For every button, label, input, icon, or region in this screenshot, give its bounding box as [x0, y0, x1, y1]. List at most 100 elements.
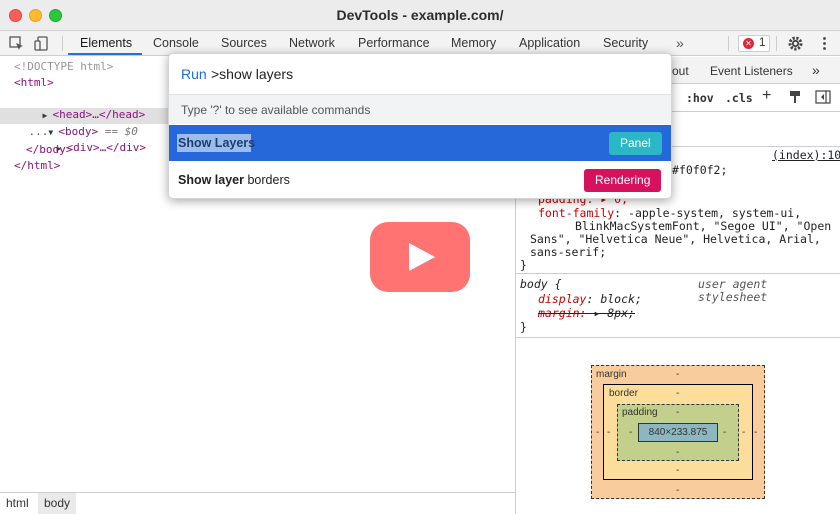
font-family-value-3: Sans", "Helvetica Neue", Helvetica, Aria…	[530, 232, 821, 246]
tab-layout[interactable]: out	[672, 64, 689, 78]
hover-state-toggle[interactable]: :hov	[686, 91, 714, 105]
padding-left-value: -	[629, 427, 633, 438]
font-family-value-2: BlinkMacSystemFont, "Segoe UI", "Open	[575, 219, 832, 233]
dom-doctype[interactable]: <!DOCTYPE html>	[14, 60, 114, 73]
font-family-value-1: -apple-system, system-ui,	[628, 206, 802, 220]
command-item-show-layer-borders[interactable]: Show layer borders Rendering	[169, 162, 671, 198]
tab-security[interactable]: Security	[603, 36, 649, 50]
box-model-content-size[interactable]: 840×233.875	[638, 423, 718, 442]
font-family-value-4: sans-serif;	[530, 245, 607, 259]
padding-label: padding	[622, 407, 658, 418]
margin-declaration-overridden[interactable]: margin: ▸ 8px;	[538, 307, 635, 320]
display-prop: display	[538, 292, 587, 306]
command-prompt-label: Run	[181, 66, 207, 82]
border-label: border	[609, 388, 638, 399]
display-declaration[interactable]: display: block;	[538, 292, 642, 306]
toolbar-divider	[776, 36, 777, 51]
padding-right-value: -	[723, 427, 727, 438]
dom-body-node[interactable]: ...▼<body> == $0	[2, 108, 138, 138]
rule-close-brace: }	[520, 258, 527, 272]
new-style-rule-button[interactable]: +	[762, 87, 772, 104]
command-hint-row: Type '?' to see available commands	[169, 94, 671, 124]
toolbar-divider	[62, 36, 63, 51]
category-badge-panel: Panel	[609, 132, 662, 155]
command-title-match: Show layer	[178, 173, 244, 187]
gear-icon[interactable]	[787, 35, 804, 52]
tab-console[interactable]: Console	[153, 36, 199, 50]
tab-performance[interactable]: Performance	[358, 36, 430, 50]
toggle-sidebar-icon[interactable]	[815, 90, 831, 104]
tab-network[interactable]: Network	[289, 36, 335, 50]
maximize-window-button[interactable]	[49, 9, 62, 22]
command-item-title: Show Layers	[178, 136, 256, 150]
more-subtabs-button[interactable]: »	[812, 62, 820, 78]
collapse-triangle-icon[interactable]: ▼	[48, 128, 54, 137]
dom-div-node[interactable]: ▶ <div>…</div>	[30, 124, 146, 154]
margin-prop: margin:	[538, 306, 587, 320]
dom-html-open[interactable]: <html>	[14, 76, 54, 89]
breadcrumb: html body	[0, 492, 515, 514]
padding-top-value: -	[676, 407, 680, 418]
border-right-value: -	[742, 427, 746, 438]
class-toggle[interactable]: .cls	[725, 91, 753, 105]
tab-application[interactable]: Application	[519, 36, 581, 50]
match-highlight	[177, 134, 251, 152]
font-family-declaration[interactable]: font-family: -apple-system, system-ui,	[538, 206, 802, 220]
active-tab-indicator	[68, 53, 142, 55]
border-left-value: -	[607, 427, 611, 438]
dom-body-ref: == $0	[98, 125, 138, 138]
stylesheet-source-link[interactable]: (index):10	[772, 148, 840, 162]
play-icon	[409, 243, 435, 271]
dom-head-node[interactable]: ▶ <head>…</head>	[16, 91, 146, 121]
command-input[interactable]: >show layers	[211, 66, 294, 82]
box-model-pane	[516, 337, 840, 514]
tab-sources[interactable]: Sources	[221, 36, 267, 50]
margin-left-value: -	[596, 427, 600, 438]
device-toolbar-icon[interactable]	[33, 35, 50, 52]
breadcrumb-body[interactable]: body	[38, 493, 77, 514]
expand-triangle-icon[interactable]: ▶	[56, 144, 62, 153]
more-tabs-button[interactable]: »	[676, 35, 684, 51]
rule-selector[interactable]: body {	[520, 277, 562, 291]
command-hint: Type '?' to see available commands	[181, 103, 371, 117]
styles-toolbar: :hov .cls +	[516, 84, 840, 112]
margin-bottom-value: -	[676, 485, 680, 496]
inspect-element-icon[interactable]	[8, 35, 25, 52]
margin-value: ▸ 8px;	[593, 306, 635, 320]
node-actions-icon[interactable]: ...	[28, 125, 49, 138]
display-value: block;	[600, 292, 642, 306]
command-menu: Run >show layers Type '?' to see availab…	[168, 53, 672, 199]
tab-memory[interactable]: Memory	[451, 36, 497, 50]
devtools-tab-bar: Elements Console Sources Network Perform…	[0, 31, 840, 56]
paint-brush-icon[interactable]	[788, 90, 802, 104]
command-title-rest: borders	[244, 173, 290, 187]
background-value[interactable]: #f0f0f2;	[672, 163, 728, 177]
dom-body-close[interactable]: </body>	[26, 143, 73, 156]
x-circle-icon: ✕	[743, 38, 754, 49]
command-item-title: Show layer borders	[178, 173, 290, 187]
padding-bottom-value: -	[676, 447, 680, 458]
panel-divider[interactable]	[515, 57, 516, 514]
window-title: DevTools - example.com/	[336, 7, 504, 23]
tab-event-listeners[interactable]: Event Listeners	[710, 64, 793, 78]
breadcrumb-html[interactable]: html	[6, 496, 29, 510]
rule-close-brace: }	[520, 320, 527, 334]
font-family-prop: font-family	[538, 206, 615, 220]
toolbar-divider	[728, 36, 729, 51]
more-options-icon[interactable]	[816, 35, 833, 52]
minimize-window-button[interactable]	[29, 9, 42, 22]
margin-label: margin	[596, 369, 627, 380]
command-input-row[interactable]: Run >show layers	[169, 54, 671, 94]
expand-triangle-icon[interactable]: ▶	[42, 111, 48, 120]
video-play-button[interactable]	[370, 222, 470, 292]
tab-elements[interactable]: Elements	[80, 36, 133, 50]
dom-head-label: <head>…</head>	[52, 108, 146, 121]
title-bar: DevTools - example.com/	[0, 0, 840, 31]
error-count-badge[interactable]: ✕ 1	[738, 35, 771, 52]
dom-div-label: <div>…</div>	[66, 141, 146, 154]
error-count: 1	[759, 37, 766, 49]
dom-html-close[interactable]: </html>	[14, 159, 61, 172]
command-item-show-layers[interactable]: Show Layers Panel	[169, 125, 671, 161]
css-rule-body-user-agent: body { user agent stylesheet display: bl…	[516, 273, 840, 337]
close-window-button[interactable]	[9, 9, 22, 22]
